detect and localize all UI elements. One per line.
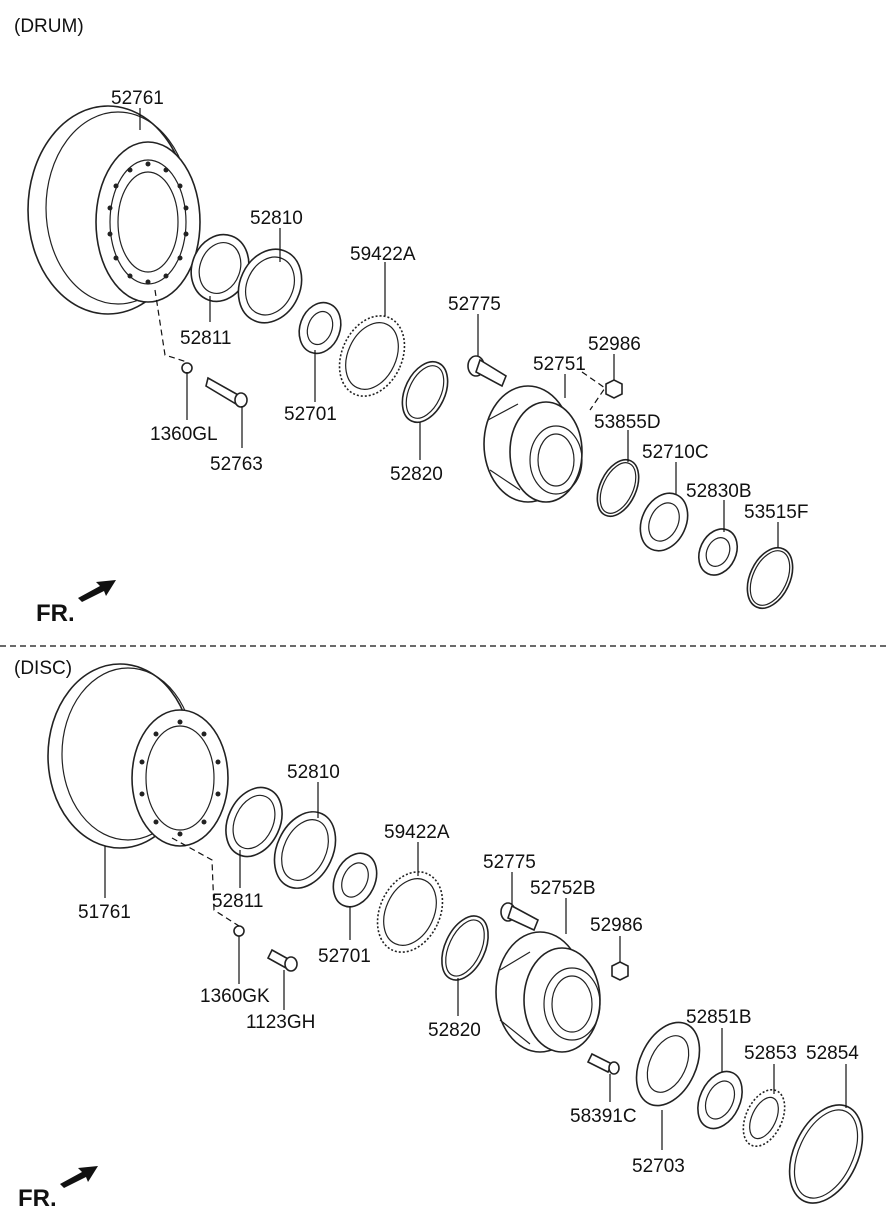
label-52810: 52810	[250, 208, 303, 229]
label-59422A-disc: 59422A	[384, 822, 450, 843]
bolt-58391C	[586, 1052, 620, 1075]
snap-ring-53855D	[596, 458, 640, 518]
bolt-1123GH	[266, 948, 298, 972]
ring-52820	[401, 360, 449, 424]
label-51761: 51761	[78, 902, 131, 923]
label-52853: 52853	[744, 1043, 797, 1064]
label-52810-disc: 52810	[287, 762, 340, 783]
nut-1360GL	[181, 362, 193, 374]
label-58391C: 58391C	[570, 1106, 637, 1127]
label-1360GL: 1360GL	[150, 424, 218, 445]
wheel-stud-52775	[467, 355, 507, 388]
seal-52703	[635, 1021, 701, 1107]
ring-52854	[788, 1104, 864, 1204]
seal-52810-disc	[273, 811, 337, 889]
bearing-cage-52853	[742, 1088, 786, 1148]
bolt-52763	[205, 376, 248, 408]
hub-52751	[483, 385, 583, 503]
ring-52820-disc	[441, 915, 489, 981]
bearing-52701-disc	[332, 852, 378, 908]
label-52763: 52763	[210, 454, 263, 475]
brake-drum	[27, 105, 201, 315]
tone-ring-59422A-disc	[376, 871, 444, 953]
seal-52830B	[697, 528, 739, 576]
front-direction-label-disc: FR.	[18, 1185, 57, 1211]
tone-ring-59422A	[338, 315, 406, 397]
label-52701: 52701	[284, 404, 337, 425]
front-direction-label: FR.	[36, 600, 75, 627]
label-53855D: 53855D	[594, 412, 661, 433]
seal-52811	[190, 233, 250, 303]
front-arrow-icon-disc	[60, 1166, 98, 1188]
label-52854: 52854	[806, 1043, 859, 1064]
bearing-52710C	[639, 492, 689, 552]
label-1123GH: 1123GH	[246, 1012, 315, 1033]
label-52701-disc: 52701	[318, 946, 371, 967]
seal-52811-disc	[225, 786, 283, 858]
wheel-stud-52775-disc	[500, 902, 540, 932]
label-52986-disc: 52986	[590, 915, 643, 936]
label-52761: 52761	[111, 88, 164, 109]
label-52986: 52986	[588, 334, 641, 355]
label-52710C: 52710C	[642, 442, 709, 463]
drum-section-label: (DRUM)	[14, 16, 84, 37]
label-52820: 52820	[390, 464, 443, 485]
label-52703: 52703	[632, 1156, 685, 1177]
label-52820-disc: 52820	[428, 1020, 481, 1041]
nut-52986-disc	[611, 961, 629, 981]
label-52811: 52811	[180, 328, 231, 349]
ring-53515F	[746, 546, 794, 610]
hub-52752B	[495, 931, 601, 1053]
brake-disc	[47, 663, 229, 849]
label-52752B: 52752B	[530, 878, 596, 899]
bearing-52701	[298, 301, 342, 355]
label-52775: 52775	[448, 294, 501, 315]
bearing-52851B	[697, 1070, 743, 1130]
disc-section-label: (DISC)	[14, 658, 72, 679]
label-52851B: 52851B	[686, 1007, 752, 1028]
label-52830B: 52830B	[686, 481, 752, 502]
label-1360GK: 1360GK	[200, 986, 270, 1007]
label-52751: 52751	[533, 354, 586, 375]
nut-1360GK	[233, 925, 245, 937]
label-53515F: 53515F	[744, 502, 808, 523]
seal-52810	[237, 248, 303, 324]
label-52775-disc: 52775	[483, 852, 536, 873]
front-arrow-icon	[78, 580, 116, 602]
label-52811-disc: 52811	[212, 891, 263, 912]
label-59422A: 59422A	[350, 244, 416, 265]
nut-52986	[605, 379, 623, 399]
